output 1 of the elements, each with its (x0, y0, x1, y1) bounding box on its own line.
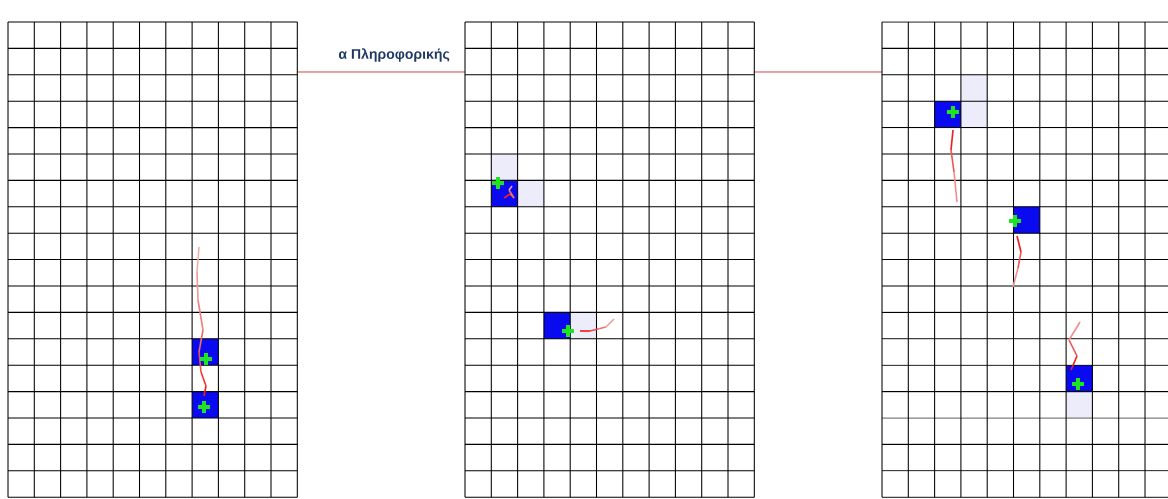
header-text: α Πληροφορικής (338, 48, 450, 62)
